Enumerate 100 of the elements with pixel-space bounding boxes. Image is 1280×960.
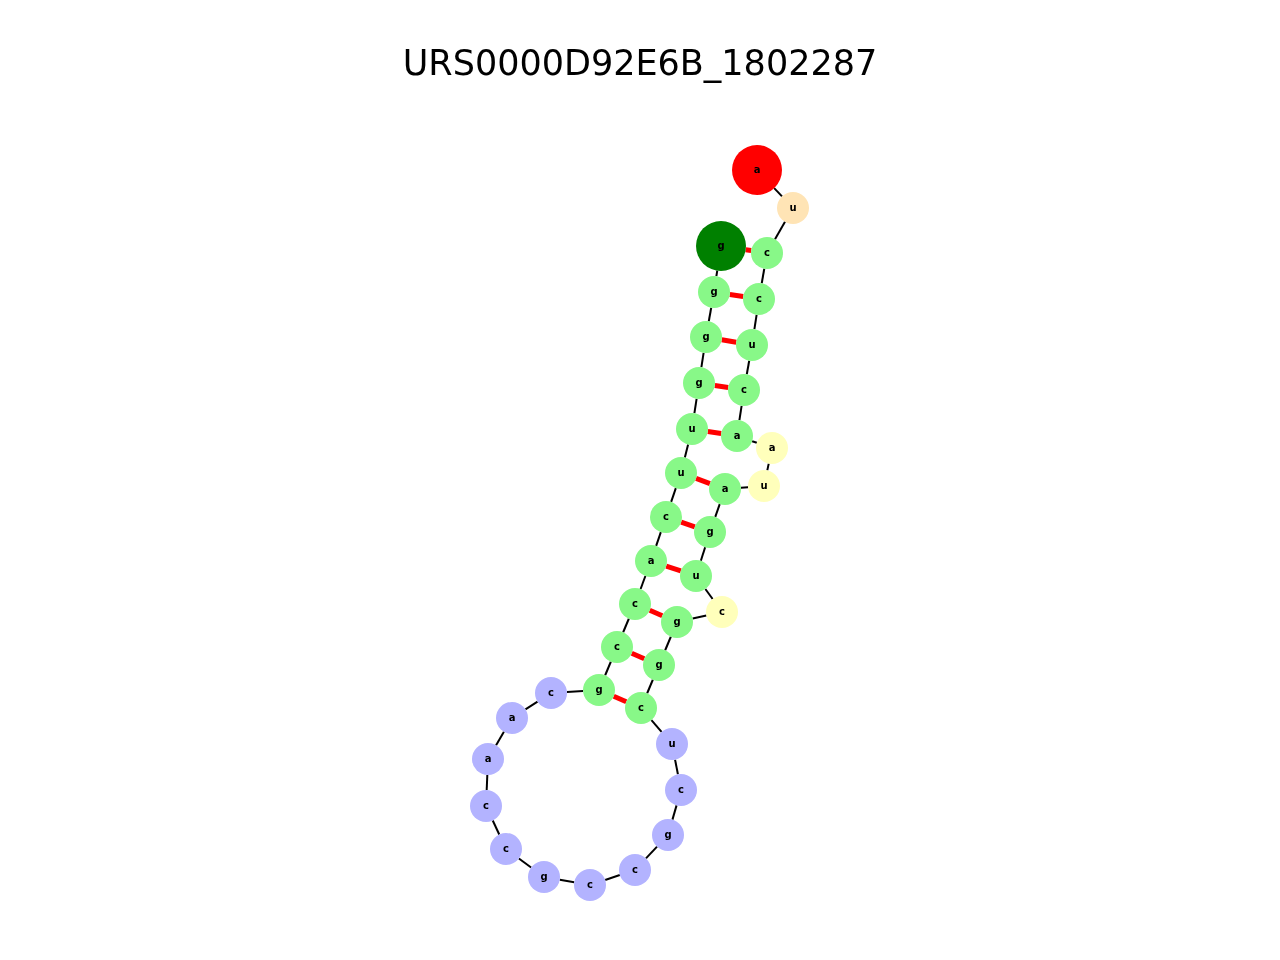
nucleotide-letter: g xyxy=(655,660,663,670)
nucleotide-letter: u xyxy=(688,424,696,434)
backbone-line xyxy=(691,614,708,620)
nucleotide-circle xyxy=(756,432,788,464)
nucleotide-circle xyxy=(698,276,730,308)
nucleotide-letter: a xyxy=(768,443,776,453)
nucleotide-circle xyxy=(728,374,760,406)
nucleotide-circle xyxy=(736,329,768,361)
nucleotide-letter: g xyxy=(717,241,725,251)
nucleotide-letter: a xyxy=(484,754,492,764)
nucleotide-letter: g xyxy=(664,830,672,840)
nucleotide-letter: c xyxy=(663,512,669,522)
backbone-line xyxy=(773,187,783,198)
backbone-line xyxy=(671,804,678,821)
nucleotide-letter: u xyxy=(748,340,756,350)
backbone-line xyxy=(707,306,713,323)
nucleotide-letter: c xyxy=(503,844,509,854)
nucleotide-circle xyxy=(652,819,684,851)
nucleotide-letter: g xyxy=(673,617,681,627)
backbone-line xyxy=(646,678,654,695)
nucleotide-letter: c xyxy=(614,642,620,652)
backbone-line xyxy=(693,397,698,415)
backbone-line xyxy=(774,220,786,241)
backbone-line xyxy=(650,719,663,733)
backbone-line xyxy=(766,462,770,472)
nucleotide-letter: u xyxy=(668,739,676,749)
backbone-line xyxy=(715,269,719,278)
nucleotide-letter: u xyxy=(677,468,685,478)
backbone-line xyxy=(760,267,766,285)
nucleotide-circle xyxy=(574,869,606,901)
nucleotide-letter: c xyxy=(483,801,489,811)
backbone-line xyxy=(517,857,533,869)
base-pair-line xyxy=(680,519,696,530)
nucleotide-circle xyxy=(661,606,693,638)
backbone-line xyxy=(674,758,679,776)
nucleotide-circle xyxy=(650,501,682,533)
backbone-line xyxy=(699,546,707,562)
backbone-line xyxy=(645,845,658,860)
nucleotide-letter: g xyxy=(702,332,710,342)
backbone-line xyxy=(604,660,612,677)
nucleotide-letter: c xyxy=(678,785,684,795)
nucleotide-letter: c xyxy=(587,880,593,890)
nucleotide-letter: u xyxy=(760,481,768,491)
nucleotide-circle xyxy=(470,790,502,822)
backbone-line xyxy=(739,486,750,489)
nucleotide-letter: a xyxy=(733,431,741,441)
nucleotide-circle xyxy=(635,545,667,577)
nucleotide-letter: c xyxy=(638,703,644,713)
nucleotide-circle xyxy=(690,321,722,353)
nucleotide-circle xyxy=(743,283,775,315)
base-pair-line xyxy=(665,563,682,574)
nucleotide-letter: c xyxy=(741,385,747,395)
base-pair-line xyxy=(612,694,628,704)
nucleotide-circle xyxy=(706,596,738,628)
backbone-line xyxy=(558,878,576,884)
nucleotide-letter: c xyxy=(719,607,725,617)
nucleotide-circle xyxy=(751,237,783,269)
nucleotide-letter: c xyxy=(632,599,638,609)
backbone-line xyxy=(664,635,672,652)
base-pair-line xyxy=(695,476,711,486)
nucleotide-circle xyxy=(732,145,782,195)
nucleotide-letter: a xyxy=(753,165,761,175)
backbone-line xyxy=(700,351,705,369)
nucleotide-circle xyxy=(721,420,753,452)
nucleotide-circle xyxy=(694,516,726,548)
backbone-line xyxy=(565,690,585,693)
nucleotide-letter: g xyxy=(710,287,718,297)
backbone-line xyxy=(639,575,647,590)
backbone-line xyxy=(745,359,751,376)
nucleotide-letter: a xyxy=(721,484,729,494)
nucleotide-circle xyxy=(777,192,809,224)
nucleotide-circle xyxy=(535,677,567,709)
nucleotide-letter: a xyxy=(508,713,516,723)
nucleotide-circle xyxy=(625,692,657,724)
nucleotide-circle xyxy=(683,367,715,399)
nucleotide-letter: c xyxy=(764,248,770,258)
nucleotide-circle xyxy=(665,457,697,489)
base-pair-line xyxy=(707,429,722,436)
backbone-line xyxy=(491,819,501,836)
nucleotide-circle xyxy=(619,854,651,886)
backbone-line xyxy=(738,404,743,422)
backbone-line xyxy=(485,774,489,791)
nucleotide-circle xyxy=(696,221,746,271)
base-pair-line xyxy=(729,292,744,299)
nucleotide-letter: u xyxy=(692,571,700,581)
nucleotide-circle xyxy=(528,861,560,893)
nucleotide-circle xyxy=(665,774,697,806)
nucleotide-circle xyxy=(680,560,712,592)
nucleotide-letter: c xyxy=(756,294,762,304)
nucleotide-letter: g xyxy=(706,527,714,537)
nucleotide-letter: u xyxy=(789,203,797,213)
nucleotide-circle xyxy=(709,473,741,505)
base-pair-line xyxy=(648,608,664,618)
nucleotide-circle xyxy=(748,470,780,502)
nucleotide-letter: a xyxy=(647,556,655,566)
nucleotide-circle xyxy=(583,674,615,706)
nucleotide-letter: g xyxy=(695,378,703,388)
base-pair-line xyxy=(745,247,752,254)
base-pair-line xyxy=(630,651,646,661)
nucleotide-letter: g xyxy=(540,872,548,882)
